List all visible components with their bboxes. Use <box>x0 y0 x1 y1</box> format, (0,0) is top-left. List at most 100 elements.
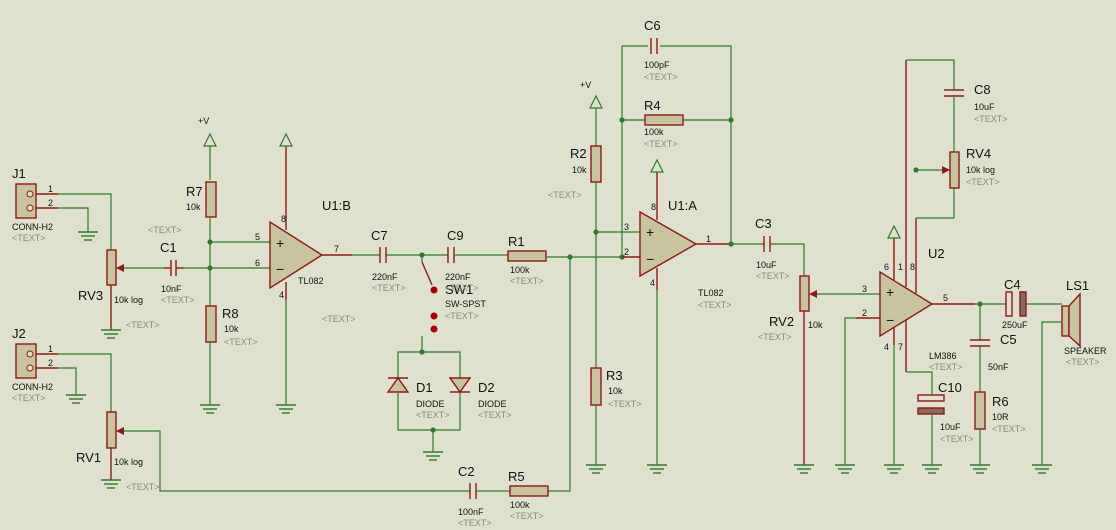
capacitor-c2[interactable]: C2 100nF <TEXT> <box>458 464 492 528</box>
j2-ref: J2 <box>12 326 26 341</box>
rv4-ref: RV4 <box>966 146 991 161</box>
resistor-r1[interactable]: R1 100k <TEXT> <box>507 234 547 286</box>
wire-feedback-left <box>621 45 648 257</box>
capacitor-c5[interactable]: C5 50nF <box>970 332 1017 372</box>
capacitor-c1[interactable]: C1 10nF <TEXT> <box>160 240 195 305</box>
r6-text-placeholder: <TEXT> <box>992 424 1026 434</box>
speaker-ls1[interactable]: LS1 SPEAKER <TEXT> <box>1061 278 1107 367</box>
c7-value: 220nF <box>372 272 398 282</box>
c7-ref: C7 <box>371 228 388 243</box>
wire-u2-pin1-c8 <box>906 59 955 90</box>
opamp-u1b[interactable]: + − U1:B TL082 5 6 7 8 4 <TEXT> <box>255 146 356 324</box>
c6-value: 100pF <box>644 60 670 70</box>
resistor-r5[interactable]: R5 100k <TEXT> <box>508 469 549 521</box>
u1a-text-placeholder: <TEXT> <box>698 300 732 310</box>
u1b-pin-6: 6 <box>255 258 260 268</box>
resistor-r7[interactable]: R7 10k <TEXT> <box>148 181 217 235</box>
j1-value: CONN-H2 <box>12 222 53 232</box>
j2-value: CONN-H2 <box>12 382 53 392</box>
ground-symbol-ls1 <box>1032 464 1052 474</box>
c1-text-placeholder: <TEXT> <box>161 295 195 305</box>
wire-feedback-right <box>660 45 732 244</box>
capacitor-c9[interactable]: C9 220nF <TEXT> <box>445 228 479 293</box>
u2-pin-7: 7 <box>898 342 903 352</box>
r5-value: 100k <box>510 500 530 510</box>
wire-rv1-c2 <box>124 430 470 492</box>
ground-symbol-c10 <box>922 464 942 474</box>
capacitor-c3[interactable]: C3 10uF <TEXT> <box>755 216 790 281</box>
u2-pin-4: 4 <box>884 342 889 352</box>
diode-d2[interactable]: D2 DIODE <TEXT> <box>448 377 512 420</box>
c3-ref: C3 <box>755 216 772 231</box>
c1-ref: C1 <box>160 240 177 255</box>
potentiometer-rv3[interactable]: RV3 10k log <TEXT> <box>78 249 160 330</box>
d1-ref: D1 <box>416 380 433 395</box>
resistor-r6[interactable]: R6 10R <TEXT> <box>974 391 1026 434</box>
r2-text-placeholder: <TEXT> <box>548 190 582 200</box>
r5-ref: R5 <box>508 469 525 484</box>
c7-text-placeholder: <TEXT> <box>372 283 406 293</box>
d2-value: DIODE <box>478 399 507 409</box>
rv1-value: 10k log <box>114 457 143 467</box>
r1-ref: R1 <box>508 234 525 249</box>
u1a-minus-sign: − <box>646 251 654 267</box>
r8-value: 10k <box>224 324 239 334</box>
r2-value: 10k <box>572 165 587 175</box>
capacitor-c4[interactable]: C4 250uF <box>1002 277 1028 330</box>
resistor-r8[interactable]: R8 10k <TEXT> <box>205 305 258 347</box>
u2-pin-6: 6 <box>884 262 889 272</box>
j1-text-placeholder: <TEXT> <box>12 233 46 243</box>
switch-sw1[interactable]: SW1 SW-SPST <TEXT> <box>421 255 486 333</box>
wire-u2-pin7-c10 <box>906 371 933 395</box>
wire-mix-node-r5 <box>548 257 571 492</box>
wire-j2-pin1 <box>58 353 112 412</box>
u2-pin-3: 3 <box>862 284 867 294</box>
r2-ref: R2 <box>570 146 587 161</box>
opamp-u1a[interactable]: + − U1:A TL082 3 2 1 8 4 <TEXT> <box>622 172 734 310</box>
u1a-pin-3: 3 <box>624 222 629 232</box>
ground-symbol-j2 <box>66 394 86 404</box>
u1b-pin-8: 8 <box>281 214 286 224</box>
connector-j1[interactable]: J1 1 2 CONN-H2 <TEXT> <box>12 166 58 243</box>
capacitor-c8[interactable]: C8 10uF <TEXT> <box>944 82 1008 124</box>
c9-ref: C9 <box>447 228 464 243</box>
j1-pin2: 2 <box>48 198 53 208</box>
r7-ref: R7 <box>186 184 203 199</box>
u1b-ref: U1:B <box>322 198 351 213</box>
d2-text-placeholder: <TEXT> <box>478 410 512 420</box>
r8-ref: R8 <box>222 306 239 321</box>
c10-value: 10uF <box>940 422 961 432</box>
potentiometer-rv4[interactable]: RV4 10k log <TEXT> <box>942 146 1000 189</box>
potentiometer-rv1[interactable]: RV1 10k log <TEXT> <box>76 411 160 492</box>
u1a-value: TL082 <box>698 288 724 298</box>
resistor-r2[interactable]: R2 10k <TEXT> <box>548 145 602 200</box>
r4-text-placeholder: <TEXT> <box>644 139 678 149</box>
resistor-r4[interactable]: R4 100k <TEXT> <box>644 98 684 149</box>
ground-symbol-rv3 <box>101 329 121 339</box>
amplifier-u2[interactable]: + − U2 LM386 3 2 5 6 1 8 4 7 <TEXT> <box>856 60 975 372</box>
resistor-r3[interactable]: R3 10k <TEXT> <box>590 367 642 409</box>
diode-d1[interactable]: D1 DIODE <TEXT> <box>386 376 450 420</box>
c9-value: 220nF <box>445 272 471 282</box>
sw1-value: SW-SPST <box>445 299 486 309</box>
u1b-plus-sign: + <box>276 235 284 251</box>
ground-symbol-rv2 <box>794 464 814 474</box>
capacitor-c6[interactable]: C6 100pF <TEXT> <box>644 18 678 82</box>
j2-pin2: 2 <box>48 358 53 368</box>
rv4-text-placeholder: <TEXT> <box>966 177 1000 187</box>
ground-symbol-r6 <box>970 464 990 474</box>
rv2-text-placeholder: <TEXT> <box>758 332 792 342</box>
connector-j2[interactable]: J2 1 2 CONN-H2 <TEXT> <box>12 326 58 403</box>
power-label-r7: +V <box>198 116 209 126</box>
wire-ls1-gnd <box>1041 321 1062 465</box>
potentiometer-rv2[interactable]: RV2 10k <TEXT> <box>758 275 823 465</box>
u1a-ref: U1:A <box>668 198 697 213</box>
r6-value: 10R <box>992 412 1009 422</box>
ls1-text-placeholder: <TEXT> <box>1066 357 1100 367</box>
capacitor-c10[interactable]: C10 10uF <TEXT> <box>917 380 974 444</box>
capacitor-c7[interactable]: C7 220nF <TEXT> <box>371 228 406 293</box>
d2-ref: D2 <box>478 380 495 395</box>
sw1-ref: SW1 <box>445 282 473 297</box>
c8-value: 10uF <box>974 102 995 112</box>
ground-symbol-u1b <box>276 404 296 414</box>
